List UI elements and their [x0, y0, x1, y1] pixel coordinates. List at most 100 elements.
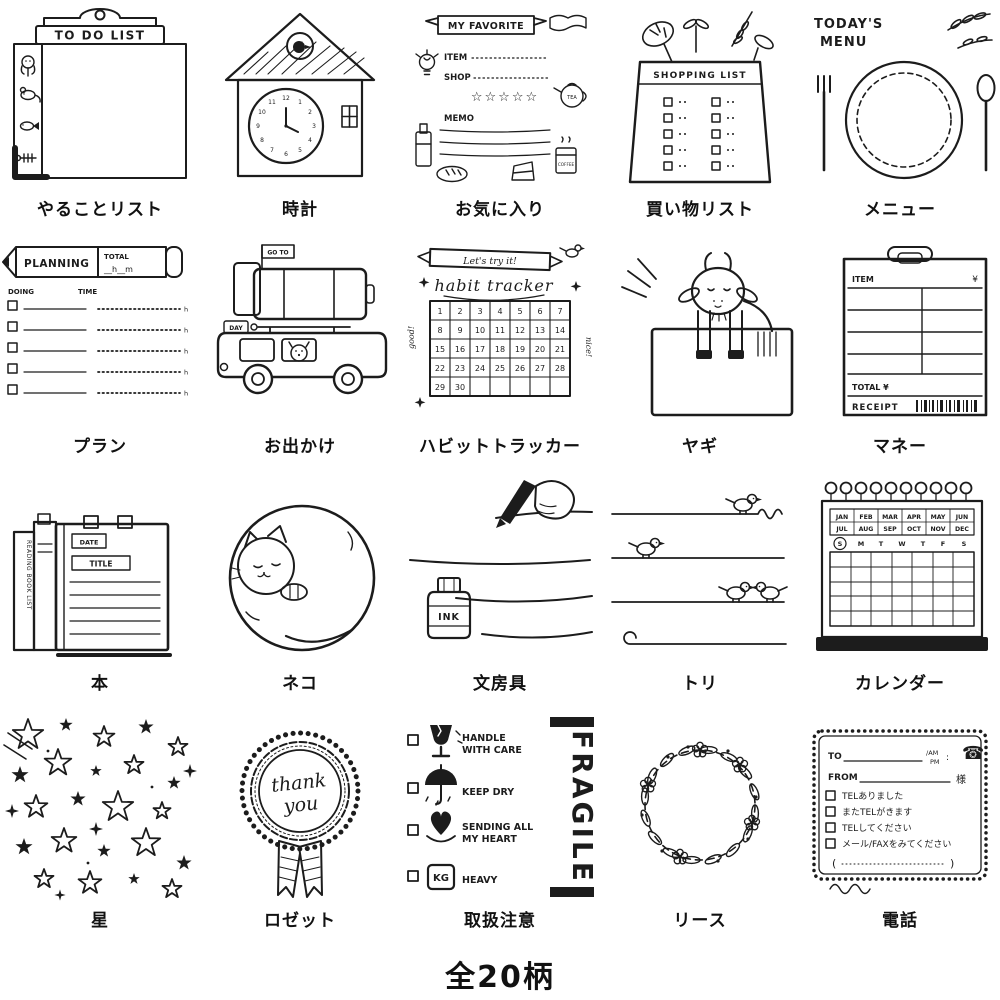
outing-illustration: GO TO DAY — [216, 244, 388, 395]
fork-icon — [817, 75, 831, 172]
shooting-lines — [3, 732, 33, 760]
time-label: TIME — [78, 288, 97, 296]
svg-text:21: 21 — [555, 345, 565, 354]
svg-text:12: 12 — [282, 95, 290, 102]
goat-figure — [678, 252, 774, 359]
svg-text:MAR: MAR — [882, 514, 898, 521]
nice-label: nice! — [584, 337, 593, 357]
motion-lines — [621, 258, 657, 298]
stamp-todo-list: TO DO LIST やることリスト — [0, 0, 200, 237]
svg-text:8: 8 — [260, 137, 264, 144]
svg-text:4: 4 — [497, 307, 502, 316]
bread-icon — [436, 165, 468, 183]
pm-label: PM — [930, 758, 940, 766]
shopping-title: SHOPPING LIST — [653, 71, 747, 81]
stamp-label: 星 — [91, 911, 109, 931]
svg-text:5: 5 — [517, 307, 522, 316]
svg-text:25: 25 — [495, 364, 505, 373]
sign-board — [650, 327, 794, 417]
am-label: /AM — [926, 749, 938, 757]
teapot-icon — [553, 82, 587, 108]
stamp-label: 文房具 — [473, 674, 527, 694]
ornament-top — [43, 8, 157, 27]
bottom-squiggle — [829, 883, 871, 895]
favorite-memo-label: MEMO — [444, 114, 474, 124]
stamp-clock: 12 1 2 3 4 5 6 7 8 9 10 11 時計 — [200, 0, 400, 237]
margin-doodles — [14, 55, 41, 163]
yen-label: ¥ — [972, 275, 978, 285]
phone-memo-illustration: ☎ TO /AM PM : FROM 様 TELありました またTELがきます … — [812, 729, 988, 895]
svg-text:3: 3 — [477, 307, 482, 316]
banner-ribbon — [417, 247, 563, 272]
item-label: ITEM — [852, 275, 874, 284]
svg-text:1: 1 — [298, 99, 302, 106]
stamp-star: 星 — [0, 711, 200, 948]
stationery-illustration: INK — [409, 480, 593, 640]
todo-list-illustration: TO DO LIST — [12, 8, 187, 180]
svg-text:24: 24 — [475, 364, 485, 373]
stamp-label: ヤギ — [682, 437, 718, 457]
spiral-rings — [824, 481, 973, 502]
svg-text:2: 2 — [308, 109, 312, 116]
cat-head — [231, 525, 295, 595]
total-label: TOTAL ¥ — [852, 383, 889, 392]
handle-label-1: HANDLE — [462, 733, 506, 744]
checkboxes — [407, 734, 419, 882]
writing-line-2 — [409, 559, 591, 565]
headlight — [219, 362, 229, 372]
plan-rows: h h h h h — [7, 300, 188, 398]
stamp-label: プラン — [73, 437, 127, 457]
fur-marks — [245, 531, 354, 621]
svg-text:W: W — [898, 540, 905, 548]
svg-text:DEC: DEC — [955, 526, 969, 533]
cat-tail — [284, 628, 354, 643]
memo-lines — [439, 129, 551, 157]
svg-text:15: 15 — [435, 345, 445, 354]
svg-text:APR: APR — [907, 514, 921, 521]
svg-text:19: 19 — [515, 345, 525, 354]
svg-text:10: 10 — [258, 109, 266, 116]
memo-check-labels: TELありました またTELがきます TELしてください メール/FAXをみてく… — [841, 791, 951, 850]
svg-text:またTELがきます: またTELがきます — [842, 806, 912, 818]
bottle-icon — [415, 123, 432, 167]
svg-text:2: 2 — [457, 307, 462, 316]
money-illustration: ITEM ¥ TOTAL ¥ RECEIPT — [842, 246, 988, 417]
phone-icon: ☎ — [962, 743, 984, 764]
shopping-list-illustration: SHOPPING LIST — [628, 11, 774, 184]
barcode — [916, 400, 977, 412]
svg-text:5: 5 — [298, 147, 302, 154]
sparkles — [414, 277, 582, 408]
total-label: TOTAL — [104, 253, 129, 261]
svg-text:you: you — [282, 792, 320, 818]
wheels — [242, 363, 364, 395]
svg-text:TELありました: TELありました — [841, 791, 903, 802]
favorite-illustration: MY FAVORITE ITEM SHOP ☆☆☆☆☆ TEA MEMO COF… — [415, 14, 587, 183]
to-label: TO — [828, 752, 842, 762]
heart-hands-icon — [426, 811, 456, 843]
heavy-label: HEAVY — [462, 875, 498, 886]
from-label: FROM — [828, 773, 858, 783]
rosette-center — [258, 749, 342, 833]
stamp-label: ハビットトラッカー — [419, 437, 581, 457]
keep-dry-label: KEEP DRY — [462, 787, 514, 798]
sending-label-2: MY HEART — [462, 834, 517, 845]
svg-text:T: T — [921, 540, 926, 548]
svg-text:OCT: OCT — [907, 526, 922, 533]
svg-text:FEB: FEB — [859, 514, 872, 521]
book-icon — [549, 14, 587, 32]
day-label: DAY — [229, 325, 243, 332]
svg-text:h: h — [184, 369, 188, 377]
coffee-label: COFFEE — [558, 162, 575, 167]
side-window — [341, 105, 358, 128]
svg-text:29: 29 — [435, 383, 445, 392]
svg-text:メール/FAXをみてください: メール/FAXをみてください — [842, 839, 951, 850]
svg-text:14: 14 — [555, 326, 565, 335]
coffee-icon — [555, 136, 577, 174]
writing-line-4 — [481, 631, 593, 639]
receipt-label: RECEIPT — [852, 403, 899, 413]
wreath-berries — [640, 745, 758, 863]
cuckoo-bird — [293, 41, 311, 53]
